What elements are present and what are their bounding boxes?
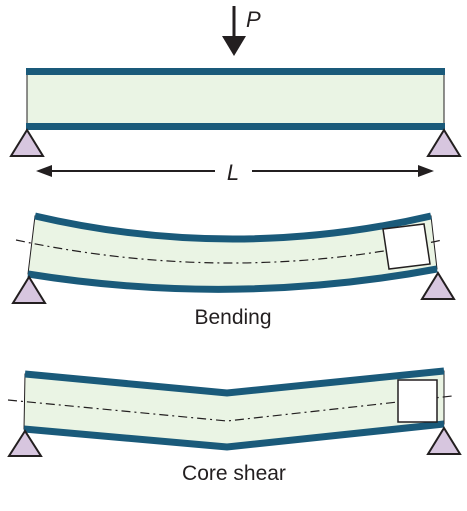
panel-core-shear: Core shear	[7, 367, 462, 485]
right-support	[426, 128, 462, 157]
sheared-bottom-face-sheet	[23, 420, 445, 451]
left-support	[7, 429, 43, 457]
shear-element	[397, 379, 438, 423]
bent-bottom-face-sheet	[27, 265, 438, 293]
beam-core	[26, 73, 445, 127]
core-shear-caption: Core shear	[182, 462, 286, 485]
panel-bending: Bending	[11, 212, 456, 329]
bending-element	[382, 223, 431, 270]
left-support	[11, 275, 47, 304]
sheared-top-face-sheet	[24, 367, 445, 397]
beam-bottom-face-sheet	[26, 123, 445, 130]
bent-neutral-axis	[15, 239, 443, 264]
load-arrow	[222, 6, 246, 56]
left-support	[9, 128, 45, 157]
span-dimension-arrow	[36, 165, 434, 177]
span-label: L	[227, 160, 239, 185]
right-support	[420, 271, 456, 300]
bent-top-face-sheet	[34, 212, 432, 243]
beam-top-face-sheet	[26, 68, 445, 75]
bending-caption: Bending	[194, 306, 271, 329]
panel-undeformed: P L	[9, 6, 462, 185]
load-label: P	[246, 7, 261, 32]
right-support	[426, 426, 462, 455]
